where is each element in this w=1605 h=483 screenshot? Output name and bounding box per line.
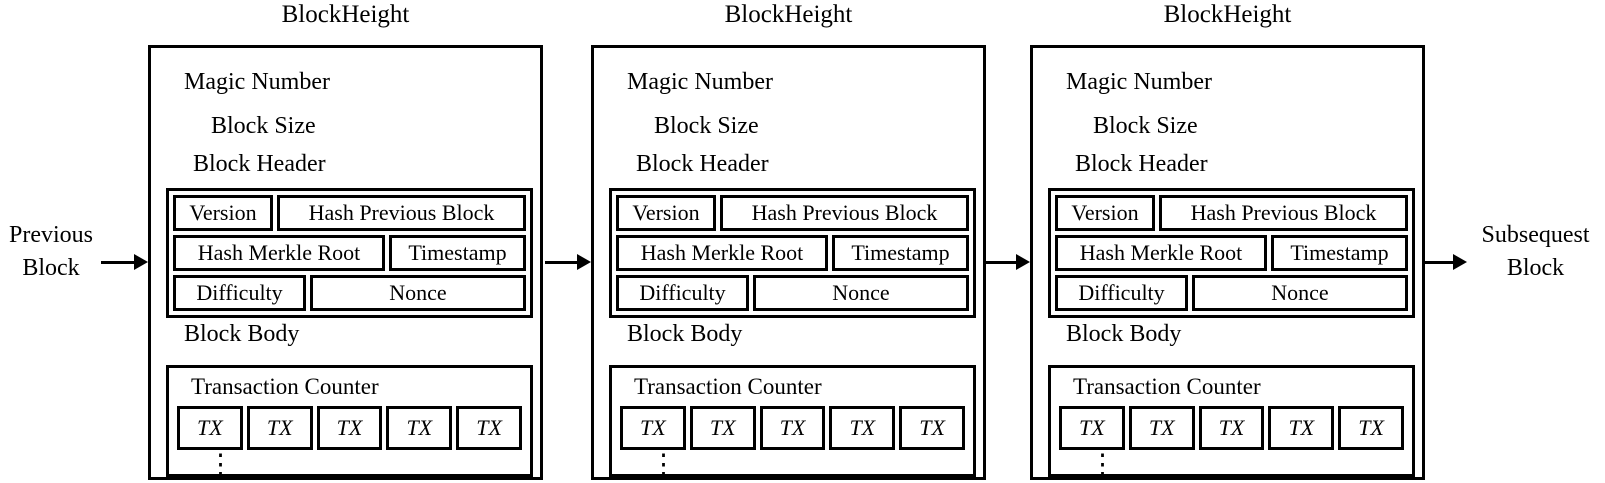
nonce-cell: Nonce [753,275,969,311]
flow-arrow-previous-to-block1 [101,254,148,271]
block-header-table: Version Hash Previous Block Hash Merkle … [609,188,976,318]
tx-cell: TX [246,406,313,450]
transaction-counter-label: Transaction Counter [191,374,379,399]
block-header-label: Block Header [193,151,326,177]
header-row-2: Hash Merkle Root Timestamp [616,235,969,271]
tx-cell: TX [316,406,383,450]
block-height-label-3: BlockHeight [1163,1,1292,28]
previous-block-label-line1: Previous [9,222,93,248]
arrow-head-icon [577,254,591,270]
magic-number-label: Magic Number [184,69,330,95]
hash-previous-block-cell: Hash Previous Block [277,195,526,231]
tx-row: TX TX TX TX TX [177,406,522,450]
hash-merkle-root-cell: Hash Merkle Root [173,235,385,271]
block-header-label: Block Header [1075,151,1208,177]
version-cell: Version [173,195,273,231]
block-size-label: Block Size [654,113,759,139]
difficulty-cell: Difficulty [1055,275,1188,311]
tx-cell: TX [1338,406,1404,450]
header-row-2: Hash Merkle Root Timestamp [173,235,526,271]
header-row-1: Version Hash Previous Block [173,195,526,231]
previous-block-label-line2: Block [22,255,80,281]
block-size-label: Block Size [211,113,316,139]
difficulty-cell: Difficulty [173,275,306,311]
block-body-label: Block Body [1066,321,1182,347]
tx-cell: TX [1059,406,1125,450]
block-height-label-1: BlockHeight [281,1,410,28]
subsequent-block-label: Subsequest Block [1466,219,1605,285]
hash-merkle-root-cell: Hash Merkle Root [616,235,828,271]
tx-cell: TX [386,406,453,450]
flow-arrow-block1-to-block2 [545,254,591,271]
magic-number-label: Magic Number [1066,69,1212,95]
block-body-label: Block Body [627,321,743,347]
tx-cell: TX [456,406,522,450]
header-row-3: Difficulty Nonce [1055,275,1408,311]
block-1: Magic Number Block Size Block Header Ver… [148,45,543,480]
flow-arrow-block3-to-subsequent [1423,254,1467,271]
version-cell: Version [1055,195,1155,231]
tx-cell: TX [1128,406,1195,450]
tx-cell: TX [620,406,686,450]
tx-cell: TX [1268,406,1335,450]
flow-arrow-block2-to-block3 [984,254,1030,271]
block-height-label-2: BlockHeight [724,1,853,28]
hash-previous-block-cell: Hash Previous Block [1159,195,1408,231]
arrow-shaft [101,261,137,264]
header-row-2: Hash Merkle Root Timestamp [1055,235,1408,271]
block-size-label: Block Size [1093,113,1198,139]
tx-cell: TX [759,406,826,450]
transaction-box: Transaction Counter TX TX TX TX TX ⋮ [166,365,533,479]
header-row-1: Version Hash Previous Block [1055,195,1408,231]
arrow-shaft [984,261,1019,264]
vertical-ellipsis: ⋮ [650,449,677,479]
hash-merkle-root-cell: Hash Merkle Root [1055,235,1267,271]
previous-block-label: Previous Block [0,219,102,285]
block-header-label: Block Header [636,151,769,177]
arrow-head-icon [134,254,148,270]
magic-number-label: Magic Number [627,69,773,95]
vertical-ellipsis: ⋮ [207,449,234,479]
timestamp-cell: Timestamp [1271,235,1408,271]
arrow-shaft [545,261,580,264]
header-row-3: Difficulty Nonce [173,275,526,311]
version-cell: Version [616,195,716,231]
hash-previous-block-cell: Hash Previous Block [720,195,969,231]
timestamp-cell: Timestamp [389,235,526,271]
block-3: Magic Number Block Size Block Header Ver… [1030,45,1425,480]
tx-row: TX TX TX TX TX [620,406,965,450]
tx-cell: TX [689,406,756,450]
tx-cell: TX [1198,406,1265,450]
transaction-box: Transaction Counter TX TX TX TX TX ⋮ [609,365,976,479]
header-row-1: Version Hash Previous Block [616,195,969,231]
vertical-ellipsis: ⋮ [1089,449,1116,479]
nonce-cell: Nonce [310,275,526,311]
subsequent-block-label-line2: Block [1506,255,1565,281]
header-row-3: Difficulty Nonce [616,275,969,311]
block-body-label: Block Body [184,321,300,347]
arrow-head-icon [1016,254,1030,270]
timestamp-cell: Timestamp [832,235,969,271]
arrow-head-icon [1453,254,1467,270]
arrow-shaft [1423,261,1456,264]
transaction-counter-label: Transaction Counter [1073,374,1261,399]
transaction-counter-label: Transaction Counter [634,374,822,399]
block-2: Magic Number Block Size Block Header Ver… [591,45,986,480]
subsequent-block-label-line1: Subsequest [1481,222,1590,248]
block-header-table: Version Hash Previous Block Hash Merkle … [1048,188,1415,318]
tx-cell: TX [829,406,896,450]
tx-cell: TX [899,406,965,450]
nonce-cell: Nonce [1192,275,1408,311]
tx-cell: TX [177,406,243,450]
difficulty-cell: Difficulty [616,275,749,311]
transaction-box: Transaction Counter TX TX TX TX TX ⋮ [1048,365,1415,479]
tx-row: TX TX TX TX TX [1059,406,1404,450]
block-header-table: Version Hash Previous Block Hash Merkle … [166,188,533,318]
